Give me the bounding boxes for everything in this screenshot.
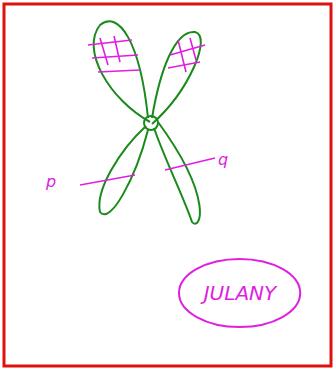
band-mark — [98, 70, 140, 72]
chromatid-arm — [152, 32, 201, 124]
band-mark — [88, 40, 132, 45]
band-mark — [80, 175, 135, 185]
arm-label: q — [218, 150, 228, 169]
node-text: JULANY — [204, 281, 277, 305]
band-mark — [170, 45, 205, 55]
band-mark — [165, 158, 215, 170]
chromatid-arm — [94, 21, 150, 122]
band-mark — [178, 38, 196, 72]
arm-label: p — [46, 172, 56, 191]
frame — [4, 4, 331, 366]
chromatid-arm — [154, 122, 200, 224]
centromere — [144, 116, 158, 130]
chromatid-arm — [99, 126, 148, 214]
band-mark — [100, 36, 120, 65]
ellipse-node: JULANY — [177, 257, 302, 329]
band-mark — [92, 55, 138, 58]
